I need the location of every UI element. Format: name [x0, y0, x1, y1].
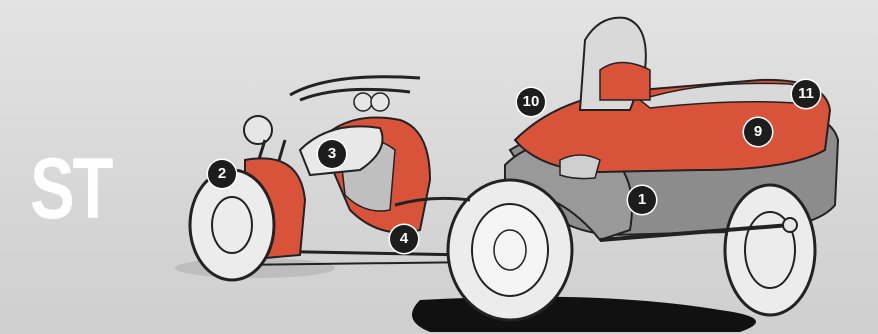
rear-wheel-right: [725, 185, 815, 315]
callout-3[interactable]: 3: [318, 140, 346, 168]
exhaust-tip: [783, 218, 797, 232]
callout-11[interactable]: 11: [792, 80, 820, 108]
callout-9[interactable]: 9: [744, 118, 772, 146]
headlight: [244, 116, 272, 144]
ground-shadow: [412, 297, 756, 332]
callout-10[interactable]: 10: [517, 88, 545, 116]
seat-cushion: [600, 63, 650, 101]
tail-light: [560, 155, 600, 179]
callout-4[interactable]: 4: [390, 225, 418, 253]
front-wheel: [190, 170, 274, 280]
rear-wheel-left-hub: [472, 204, 548, 296]
instrument-gauge-1: [354, 93, 372, 111]
callout-2[interactable]: 2: [208, 160, 236, 188]
callout-1[interactable]: 1: [628, 186, 656, 214]
instrument-gauge-2: [371, 93, 389, 111]
